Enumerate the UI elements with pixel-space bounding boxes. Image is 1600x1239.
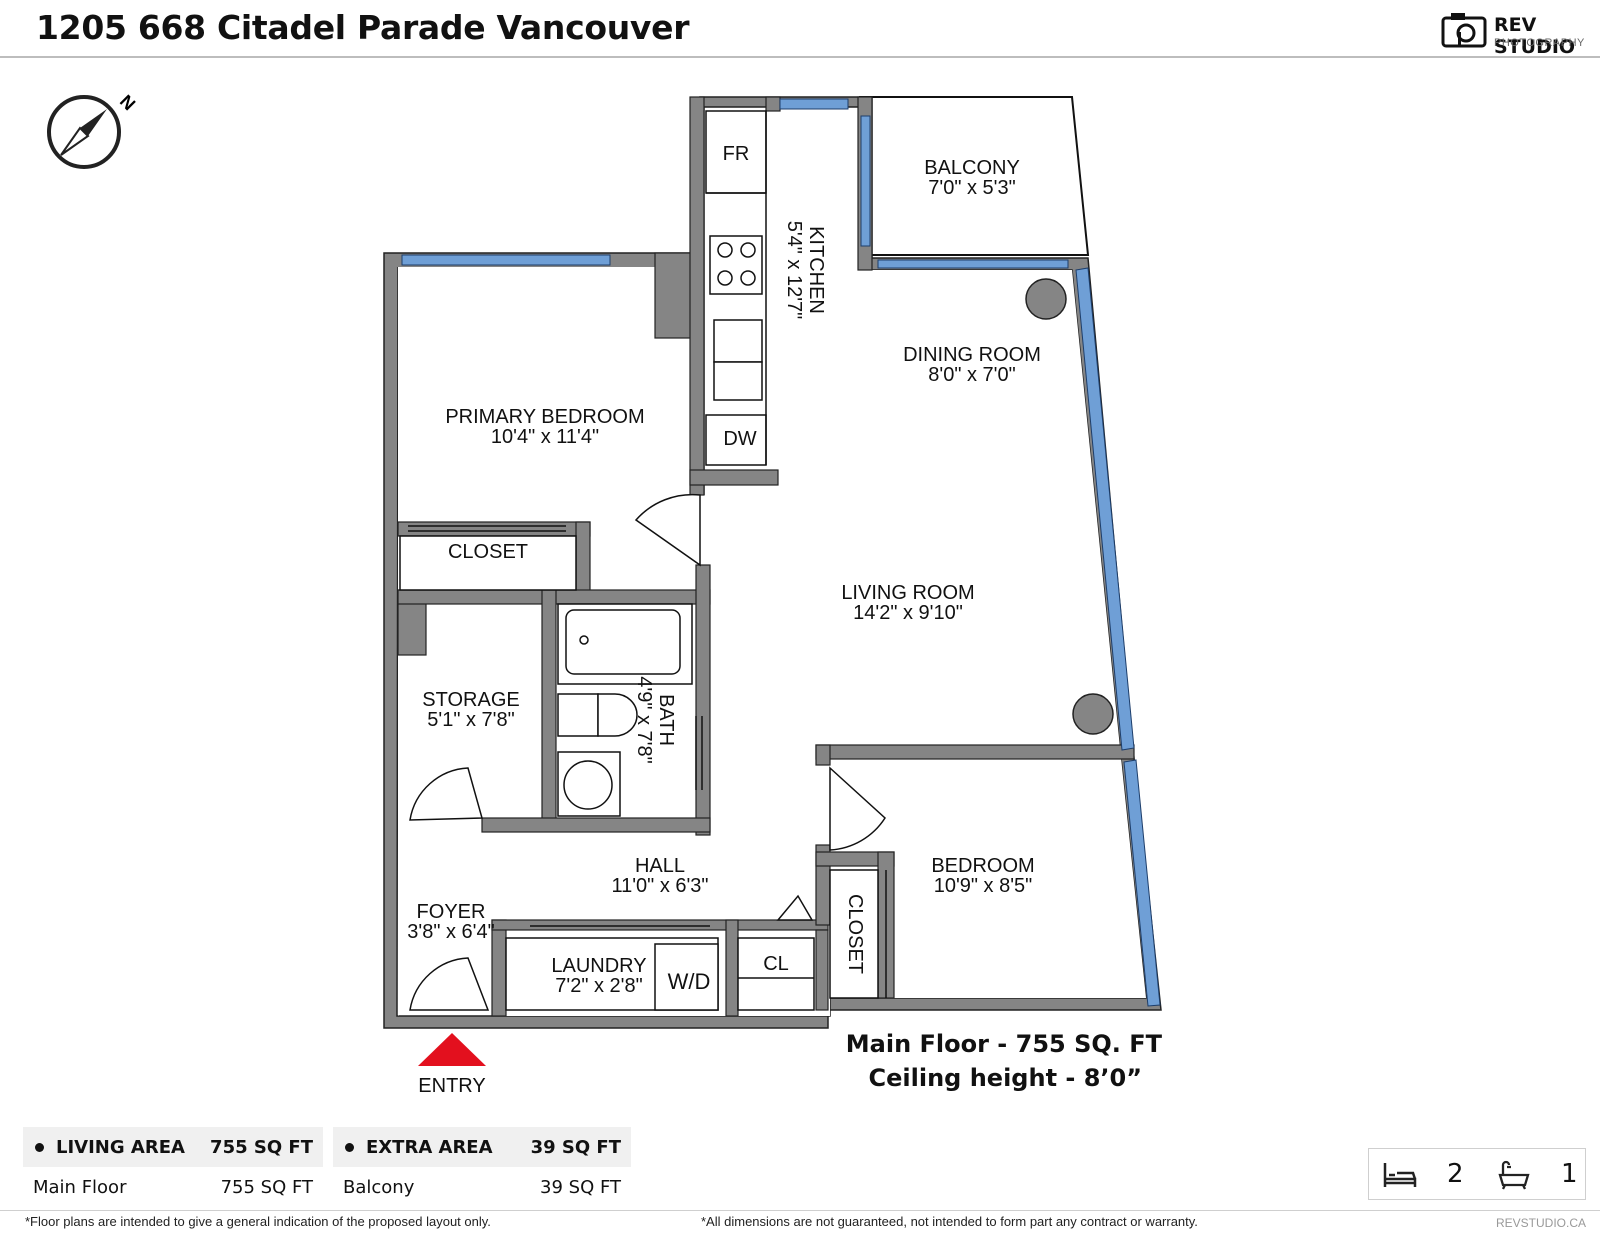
bath-name: BATH [655,694,677,746]
bullet-icon [345,1143,354,1152]
bullet-icon [35,1143,44,1152]
living-dims: 14'2" x 9'10" [853,602,963,624]
bath-dims: 4'9" x 7'8" [633,676,655,763]
column [1025,278,1067,320]
extra-area-total: 39 SQ FT [530,1136,621,1158]
footer-divider [0,1210,1600,1211]
column [1072,693,1114,735]
extra-area-label: EXTRA AREA [366,1136,493,1158]
entry-label: ENTRY [418,1075,485,1097]
table-row: Main Floor 755 SQ FT [33,1176,313,1198]
bedroom-closet-label: CLOSET [844,894,866,974]
kitchen-name: KITCHEN [805,226,827,314]
table-row: Balcony 39 SQ FT [343,1176,621,1198]
bedroom-count: 2 [1447,1159,1464,1189]
storage-dims: 5'1" x 7'8" [427,709,514,731]
ceiling-height: Ceiling height - 8’0” [868,1064,1142,1092]
dishwasher-label: DW [723,428,756,450]
dining-dims: 8'0" x 7'0" [928,364,1015,386]
interior-walls [397,96,1135,1017]
compass-north-label: N [116,91,139,114]
main-floor-summary: Main Floor - 755 SQ. FT [845,1030,1162,1058]
page-title: 1205 668 Citadel Parade Vancouver [36,8,690,47]
balcony-dims: 7'0" x 5'3" [928,177,1015,199]
room-counts: 2 1 [1368,1148,1586,1200]
hall-name: HALL [635,855,685,877]
storage-name: STORAGE [422,689,519,711]
primary-closet-label: CLOSET [448,541,528,563]
bed-icon [1383,1163,1417,1187]
laundry-name: LAUNDRY [551,955,646,977]
living-name: LIVING ROOM [841,582,974,604]
footer-website: REVSTUDIO.CA [1495,1216,1586,1230]
footer-disclaimer-dimensions: *All dimensions are not guaranteed, not … [701,1214,1198,1229]
doors [409,493,886,1011]
brand-name: REV STUDIO [1494,14,1576,58]
windows [401,98,1161,1007]
compass-icon: N [47,91,139,169]
laundry-dims: 7'2" x 2'8" [555,975,642,997]
washer-dryer-label: W/D [668,969,711,994]
balcony-name: BALCONY [924,157,1020,179]
bath-fixtures [557,603,703,817]
footer-disclaimer-layout: *Floor plans are intended to give a gene… [25,1214,491,1229]
living-area-total: 755 SQ FT [210,1136,313,1158]
primary-bedroom-dims: 10'4" x 11'4" [491,426,599,448]
bathroom-count: 1 [1561,1159,1578,1189]
living-area-table: LIVING AREA 755 SQ FT Main Floor 755 SQ … [23,1127,323,1207]
entry-arrow-icon [418,1033,486,1066]
primary-bedroom-name: PRIMARY BEDROOM [445,406,644,428]
hall-dims: 11'0" x 6'3" [611,875,708,897]
brand-sub: PHOTOGRAPHY [1494,37,1585,49]
extra-area-table: EXTRA AREA 39 SQ FT Balcony 39 SQ FT [333,1127,631,1207]
header-divider [0,56,1600,58]
foyer-name: FOYER [417,901,486,923]
brand-logo: REV STUDIO PHOTOGRAPHY [1440,10,1590,58]
kitchen-appliances [705,110,767,466]
bedroom-dims: 10'9" x 8'5" [934,875,1033,897]
living-area-label: LIVING AREA [56,1136,185,1158]
kitchen-dims: 5'4" x 12'7" [783,221,805,320]
bedroom-name: BEDROOM [931,855,1034,877]
foyer-dims: 3'8" x 6'4" [407,921,494,943]
fridge-label: FR [723,143,750,165]
camera-icon [1441,13,1487,48]
cl-label: CL [763,953,789,975]
bathtub-icon [1498,1160,1530,1190]
dining-name: DINING ROOM [903,344,1041,366]
